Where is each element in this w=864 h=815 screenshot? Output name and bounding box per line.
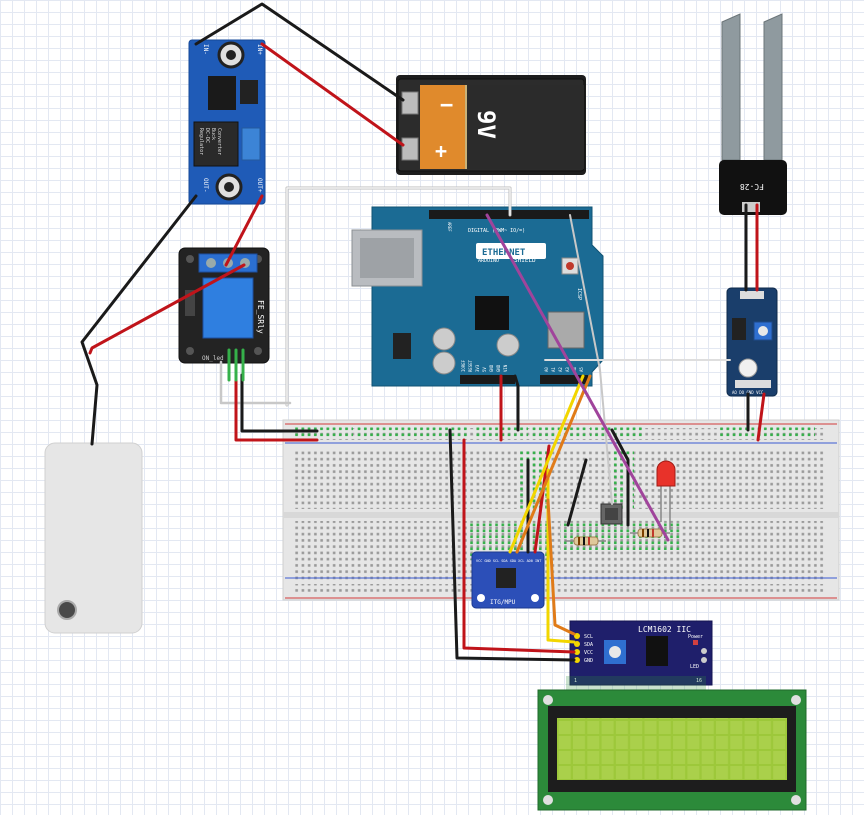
pump-enclosure: [44, 442, 143, 634]
lcd-pin-sda: SDA: [584, 642, 593, 648]
lcd-backpack-title: LCM1602 IIC: [638, 625, 691, 634]
relay-led-label: ON_led: [202, 355, 224, 362]
lcd-16x2: [537, 689, 807, 811]
lcd-led-label: LED: [690, 664, 699, 670]
buck-out-plus: OUT+: [256, 178, 263, 193]
breadboard: [282, 419, 840, 601]
arduino-ethernet-shield: ETHERNET SHIELD ARDUINO DIGITAL (PWM~ IO…: [351, 206, 604, 387]
ethernet-label: ETHERNET: [482, 248, 526, 258]
resistor-1: [565, 536, 606, 546]
icsp-label: ICSP: [576, 288, 582, 300]
shield-label: SHIELD: [514, 257, 536, 264]
pin-5v: 5V: [482, 367, 487, 372]
pin-a2: A2: [558, 367, 563, 372]
lcd-i2c-backpack: LCM1602 IIC SCL SDA VCC GND Power LED 16…: [569, 620, 713, 686]
buck-converter: IN- IN+ OUT- OUT+ Regulator DC-DC Buck C…: [188, 39, 266, 205]
lcd-power-label: Power: [688, 634, 703, 640]
lcd-one-label: 1: [574, 678, 577, 684]
pin-gnd-1: GND: [489, 364, 494, 372]
battery-plus-label: +: [435, 139, 447, 163]
relay-module: FE_SRly ON_led: [178, 247, 270, 364]
buck-in-plus: IN+: [256, 44, 263, 55]
pin-a5: A5: [579, 367, 584, 372]
mpu6050-module: ITG/MPU VCC GND SCL SDA XDA XCL AD0 INT: [471, 551, 545, 609]
lcd-pin-scl: SCL: [584, 634, 593, 640]
relay-name: FE_SRly: [256, 300, 265, 334]
red-led: [656, 460, 676, 530]
soil-moisture-probe: FC-28: [719, 13, 787, 215]
wires: [80, 2, 766, 662]
soil-sensor-module: AO DO GND VCC: [726, 287, 778, 397]
pin-3v3: 3V3: [475, 364, 480, 372]
lcd-pin-gnd: GND: [584, 658, 593, 664]
pin-vin: VIN: [503, 364, 508, 372]
lcd-pin-vcc: VCC: [584, 650, 593, 656]
pin-reset: RESET: [468, 359, 473, 372]
imu-pins: VCC GND SCL SDA XDA XCL AD0 INT: [476, 559, 542, 563]
power-pin-labels: IOREF RESET 3V3 5V GND GND VIN: [461, 359, 508, 372]
lcd-header-pins: [566, 676, 706, 690]
battery-minus-label: −: [440, 93, 453, 118]
soil-probe-label: FC-28: [740, 182, 764, 191]
imu-label: ITG/MPU: [490, 599, 516, 606]
pin-ioref: IOREF: [461, 359, 466, 372]
buck-out-minus: OUT-: [202, 178, 209, 192]
battery-voltage-label: 9V: [472, 110, 500, 139]
pin-a3: A3: [565, 367, 570, 372]
pin-a1: A1: [551, 367, 556, 372]
buck-in-minus: IN-: [202, 44, 209, 55]
aref-label: AREF: [447, 222, 452, 232]
buck-text-2: DC-DC: [204, 128, 210, 143]
arduino-brand: ARDUINO: [478, 258, 499, 264]
soil-module-pins: AO DO GND VCC: [732, 390, 764, 395]
lcd-count-label: 16: [696, 678, 702, 684]
push-button: [600, 503, 623, 525]
battery-9v: − + 9V: [396, 75, 586, 175]
buck-text-4: Converter: [216, 128, 222, 155]
buck-text-1: Regulator: [198, 128, 204, 155]
pin-gnd-2: GND: [496, 364, 501, 372]
pin-a0: A0: [544, 367, 549, 372]
buck-text-3: Buck: [210, 128, 216, 140]
